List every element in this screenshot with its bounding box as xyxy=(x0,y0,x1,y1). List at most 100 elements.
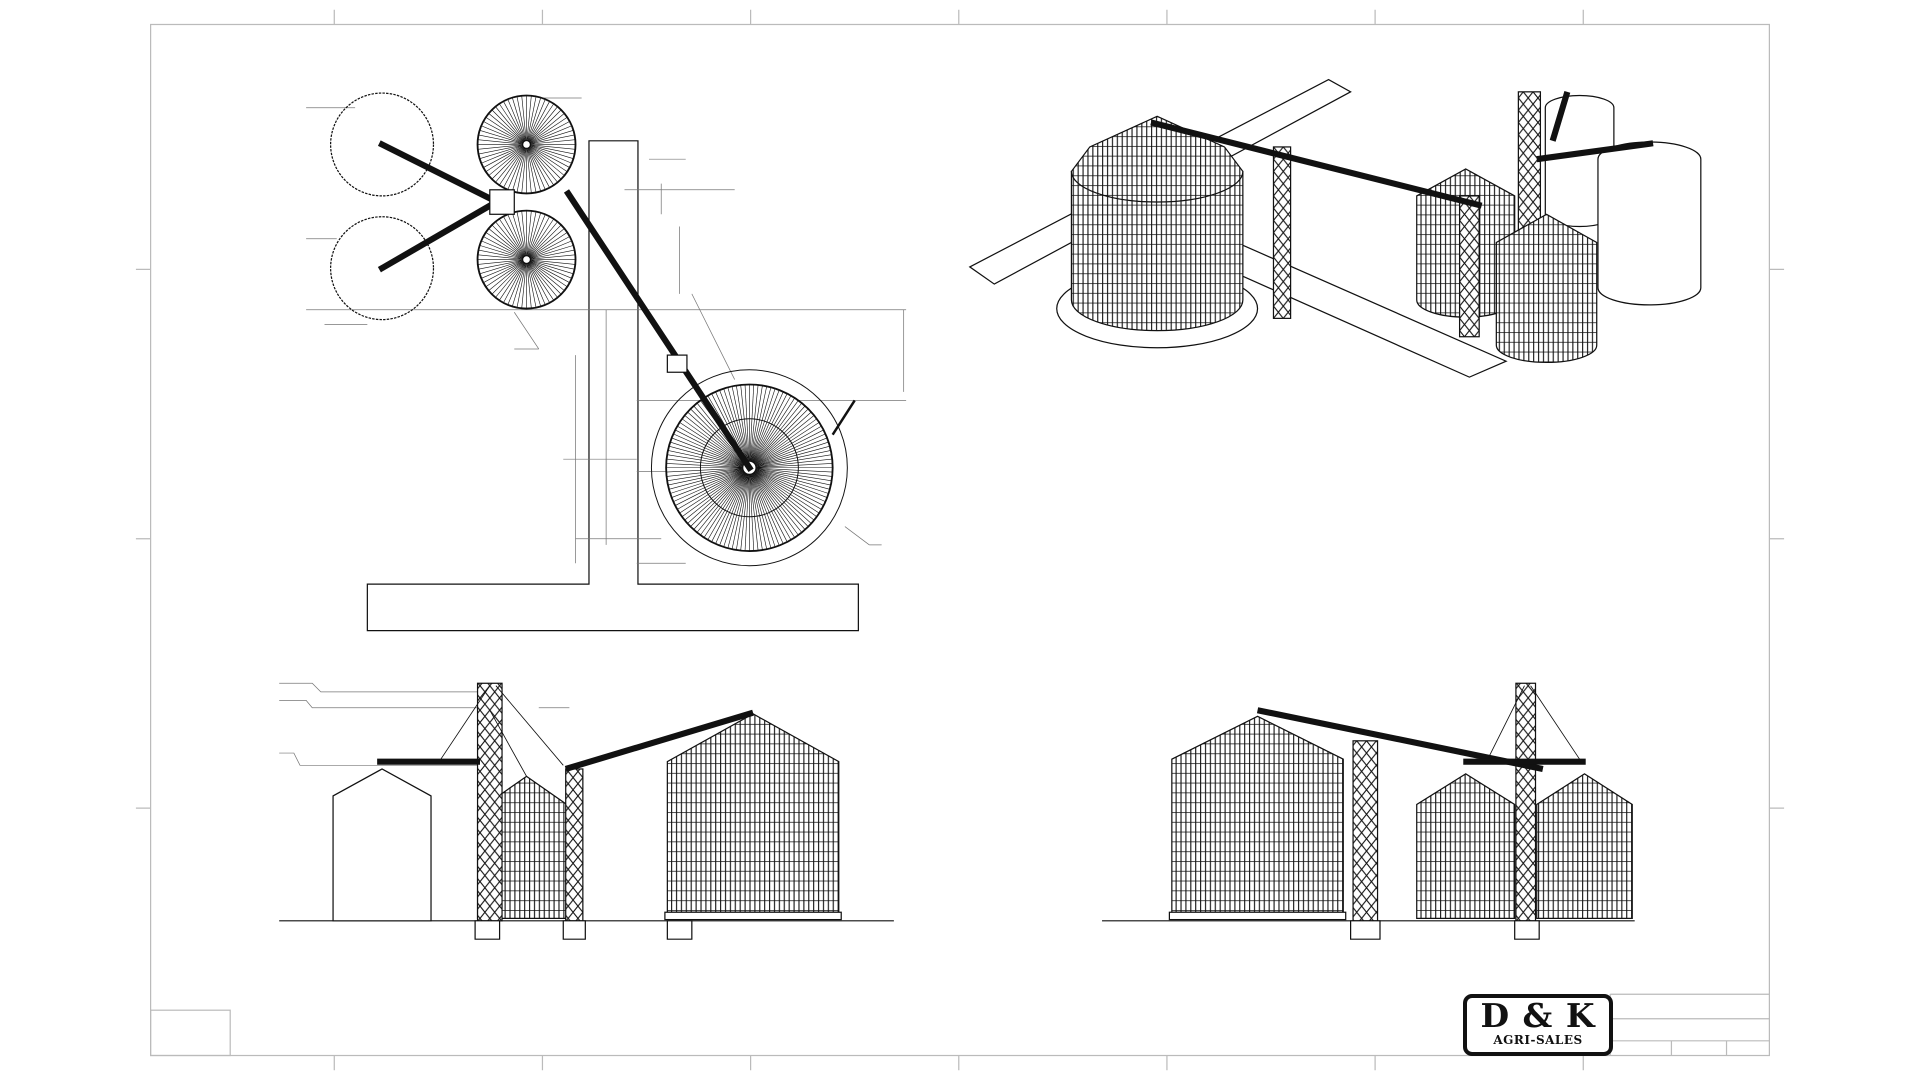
roof-rib xyxy=(528,106,558,142)
roof-rib xyxy=(527,147,550,188)
roof-rib xyxy=(751,405,806,466)
roof-rib xyxy=(667,454,746,468)
roof-rib xyxy=(507,214,526,257)
roof-rib xyxy=(751,411,812,466)
roof-rib xyxy=(479,145,524,160)
roof-rib xyxy=(512,263,526,307)
roof-rib xyxy=(495,106,525,142)
roof-rib xyxy=(681,469,747,517)
roof-rib xyxy=(495,262,525,298)
roof-rib xyxy=(677,425,747,467)
roof-rib xyxy=(753,467,833,473)
plain-bin-1 xyxy=(330,92,435,197)
roof-rib xyxy=(751,470,806,530)
roof-rib xyxy=(752,468,831,486)
rear-hopper-bin-1 xyxy=(1416,773,1516,919)
plan-view xyxy=(306,92,907,632)
roof-rib xyxy=(684,415,747,466)
roof-rib xyxy=(529,117,568,143)
roof-rib xyxy=(673,468,747,502)
roof-rib xyxy=(527,216,550,257)
roof-rib xyxy=(491,146,525,180)
logo-sub-text: AGRI-SALES xyxy=(1493,1033,1583,1047)
roof-rib xyxy=(528,103,554,142)
roof-rib xyxy=(516,96,527,141)
roof-rib xyxy=(752,418,817,466)
roof-rib xyxy=(751,397,795,465)
roof-rib xyxy=(723,471,749,548)
roof-rib xyxy=(752,425,822,467)
roof-rib xyxy=(481,240,524,259)
roof-rib xyxy=(752,469,817,517)
roof-rib xyxy=(751,402,803,466)
roof-rib xyxy=(478,134,523,145)
roof-rib xyxy=(479,245,524,259)
roof-rib xyxy=(750,470,784,544)
roof-rib xyxy=(526,96,537,141)
roof-rib xyxy=(751,469,812,524)
roof-rib xyxy=(751,400,799,465)
roof-rib xyxy=(529,240,572,259)
roof-rib xyxy=(752,454,832,468)
roof-rib xyxy=(727,471,749,549)
roof-rib xyxy=(529,261,565,291)
roof-rib xyxy=(491,224,525,258)
roof-rib xyxy=(530,144,575,155)
roof-rib xyxy=(750,395,792,465)
isometric-view xyxy=(968,78,1702,378)
roof-rib xyxy=(751,408,809,466)
roof-rib xyxy=(527,214,546,257)
main-bin-apron xyxy=(650,369,848,567)
roof-rib xyxy=(750,393,788,465)
roof-rib xyxy=(527,262,550,303)
roof-rib xyxy=(478,144,523,155)
roof-rib xyxy=(750,471,780,546)
roof-rib xyxy=(711,470,748,543)
roof-rib xyxy=(529,261,570,283)
roof-rib xyxy=(528,147,554,186)
roof-rib xyxy=(503,216,526,257)
roof-rib xyxy=(530,254,576,260)
roof-rib xyxy=(526,263,532,309)
roof-rib xyxy=(526,148,537,193)
roof-rib xyxy=(521,263,527,309)
roof-rib xyxy=(749,384,755,465)
roof-rib xyxy=(529,145,570,168)
rear-tower-1 xyxy=(1352,740,1379,922)
roof-rib xyxy=(750,387,772,465)
roof-ring xyxy=(699,418,799,518)
roof-rib xyxy=(516,263,527,308)
roof-rib xyxy=(690,408,748,466)
roof-rib xyxy=(491,109,525,143)
roof-rib xyxy=(529,245,574,259)
roof-rib xyxy=(529,145,572,164)
rear-main-bin xyxy=(1171,715,1344,913)
roof-rib xyxy=(485,261,524,288)
roof-rib xyxy=(752,469,820,514)
roof-rib xyxy=(527,262,546,305)
roof-rib xyxy=(687,469,747,524)
dimension-lines xyxy=(306,97,907,564)
roof-rib xyxy=(687,411,747,466)
plain-bin-2 xyxy=(330,216,435,321)
roof-rib xyxy=(668,445,746,468)
roof-rib xyxy=(477,259,523,265)
roof-rib xyxy=(736,385,750,465)
roof-rib xyxy=(752,468,832,482)
roof-rib xyxy=(477,144,523,150)
roof-rib xyxy=(749,385,763,465)
roof-rib xyxy=(750,470,788,543)
roof-rib xyxy=(749,386,767,465)
roof-rib xyxy=(488,228,524,258)
roof-rib xyxy=(684,469,747,521)
roof-rib xyxy=(670,468,746,494)
roof-rib xyxy=(719,389,749,465)
roof-rib xyxy=(529,232,568,258)
roof-rib xyxy=(753,458,833,468)
iso-plain-bin-2 xyxy=(1597,141,1702,306)
roof-rib xyxy=(753,463,833,468)
sheet-border xyxy=(135,9,1785,1071)
roof-rib xyxy=(529,260,574,275)
fill-spout xyxy=(831,399,856,436)
